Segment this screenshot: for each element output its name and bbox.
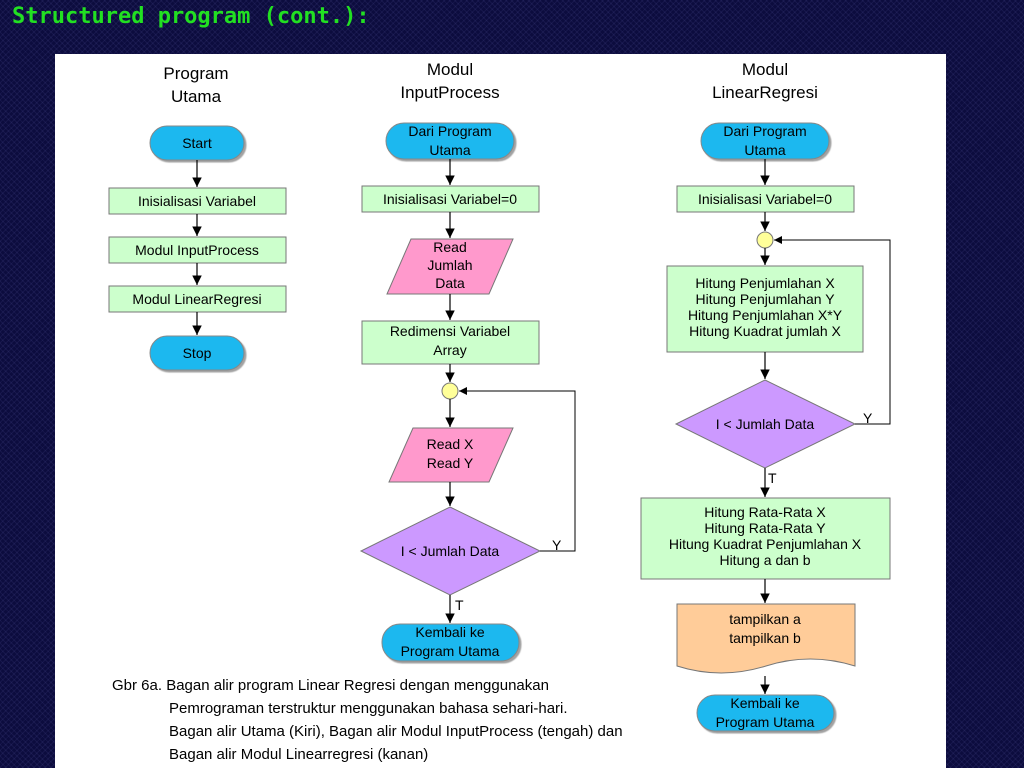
input-return-terminal: Kembali ke Program Utama — [381, 623, 520, 662]
decision-no-label: T — [455, 597, 464, 613]
linear-regresi-flow: Dari Program Utama Inisialisasi Variabel… — [640, 122, 891, 732]
linear-init-process: Inisialisasi Variabel=0 — [676, 185, 855, 213]
input-entry-terminal: Dari Program Utama — [385, 122, 515, 160]
main-init-process: Inisialisasi Variabel — [108, 187, 287, 215]
io-label-line: Read X — [427, 436, 474, 452]
loop-back-arrow — [459, 387, 576, 552]
main-stop-terminal: Stop — [149, 335, 245, 371]
slide-title: Structured program (cont.): — [12, 4, 370, 29]
process-label-line: Hitung Penjumlahan X — [695, 275, 835, 291]
terminal-label-line: Program Utama — [401, 643, 500, 659]
process-label-line: Hitung Penjumlahan X*Y — [688, 307, 843, 323]
terminal-label-line: Dari Program — [408, 123, 491, 139]
main-call-linear-regresi: Modul LinearRegresi — [108, 285, 287, 313]
tampilkan-display: tampilkan a tampilkan b — [676, 603, 856, 674]
read-xy-io: Read X Read Y — [388, 427, 514, 483]
caption-line: Pemrograman terstruktur menggunakan baha… — [169, 700, 568, 717]
main-start-terminal: Start — [149, 125, 245, 161]
display-label-line: tampilkan a — [729, 611, 801, 627]
caption-line: Bagan alir Modul Linearregresi (kanan) — [169, 746, 429, 763]
linear-entry-terminal: Dari Program Utama — [700, 122, 830, 160]
io-label-line: Data — [435, 275, 465, 291]
linear-loop-decision: I < Jumlah Data — [674, 379, 857, 469]
terminal-label-line: Dari Program — [723, 123, 806, 139]
input-init-process: Inisialisasi Variabel=0 — [361, 185, 540, 213]
redim-array-process: Redimensi Variabel Array — [361, 320, 540, 365]
terminal-label-line: Program Utama — [716, 714, 815, 730]
loop-connector — [756, 231, 774, 249]
process-label: Modul InputProcess — [135, 242, 259, 258]
terminal-label-line: Utama — [429, 142, 470, 158]
process-label-line: Hitung Penjumlahan Y — [695, 291, 835, 307]
terminal-label-line: Kembali ke — [415, 624, 484, 640]
input-process-flow: Dari Program Utama Inisialisasi Variabel… — [359, 122, 576, 662]
hitung-rata-rata-process: Hitung Rata-Rata X Hitung Rata-Rata Y Hi… — [640, 497, 891, 580]
linear-return-terminal: Kembali ke Program Utama — [696, 694, 835, 732]
column-title-line: Program — [163, 64, 229, 83]
column-title-line: Modul — [741, 60, 789, 79]
flowchart-diagram: Start Inisialisasi Variabel Modul InputP… — [108, 122, 891, 732]
process-label-line: Array — [433, 342, 466, 358]
column-title-main: Program Utama — [106, 62, 286, 108]
decision-no-label: T — [768, 470, 777, 486]
process-label-line: Redimensi Variabel — [390, 323, 510, 339]
terminal-label-line: Utama — [744, 142, 785, 158]
process-label-line: Hitung a dan b — [719, 552, 810, 568]
caption-line: Bagan alir Utama (Kiri), Bagan alir Modu… — [169, 723, 623, 740]
process-label: Inisialisasi Variabel=0 — [698, 191, 832, 207]
decision-label: I < Jumlah Data — [401, 543, 500, 559]
column-title-line: LinearRegresi — [712, 83, 818, 102]
process-label-line: Hitung Rata-Rata X — [704, 504, 826, 520]
decision-yes-label: Y — [863, 410, 873, 426]
process-label: Inisialisasi Variabel=0 — [383, 191, 517, 207]
decision-label: I < Jumlah Data — [716, 416, 815, 432]
io-label-line: Read — [433, 239, 466, 255]
io-label-line: Read Y — [427, 455, 474, 471]
process-label-line: Hitung Kuadrat jumlah X — [689, 323, 841, 339]
read-jumlah-data-io: Read Jumlah Data — [386, 238, 514, 295]
column-title-line: InputProcess — [400, 83, 500, 102]
process-label-line: Hitung Rata-Rata Y — [704, 520, 826, 536]
terminal-label: Stop — [183, 345, 212, 361]
figure-caption: Gbr 6a. Bagan alir program Linear Regres… — [112, 674, 762, 766]
column-title-line: Utama — [170, 87, 222, 106]
io-label-line: Jumlah — [427, 257, 472, 273]
process-label: Inisialisasi Variabel — [138, 193, 256, 209]
hitung-penjumlahan-process: Hitung Penjumlahan X Hitung Penjumlahan … — [666, 265, 864, 353]
process-label: Modul LinearRegresi — [132, 291, 261, 307]
terminal-label-line: Kembali ke — [730, 695, 799, 711]
flowchart-panel: Program Utama Modul InputProcess Modul L… — [55, 54, 946, 768]
caption-line: Gbr 6a. Bagan alir program Linear Regres… — [112, 677, 549, 694]
column-title-line: Modul — [426, 60, 474, 79]
process-label-line: Hitung Kuadrat Penjumlahan X — [669, 536, 862, 552]
display-label-line: tampilkan b — [729, 630, 801, 646]
column-title-linear-regresi: Modul LinearRegresi — [675, 58, 855, 104]
loop-connector — [441, 382, 459, 400]
column-title-input-process: Modul InputProcess — [360, 58, 540, 104]
input-loop-decision: I < Jumlah Data — [359, 506, 542, 596]
main-flow: Start Inisialisasi Variabel Modul InputP… — [108, 125, 287, 371]
decision-yes-label: Y — [552, 537, 562, 553]
terminal-label: Start — [182, 135, 212, 151]
main-call-input-process: Modul InputProcess — [108, 236, 287, 264]
loop-back-arrow — [774, 236, 891, 425]
